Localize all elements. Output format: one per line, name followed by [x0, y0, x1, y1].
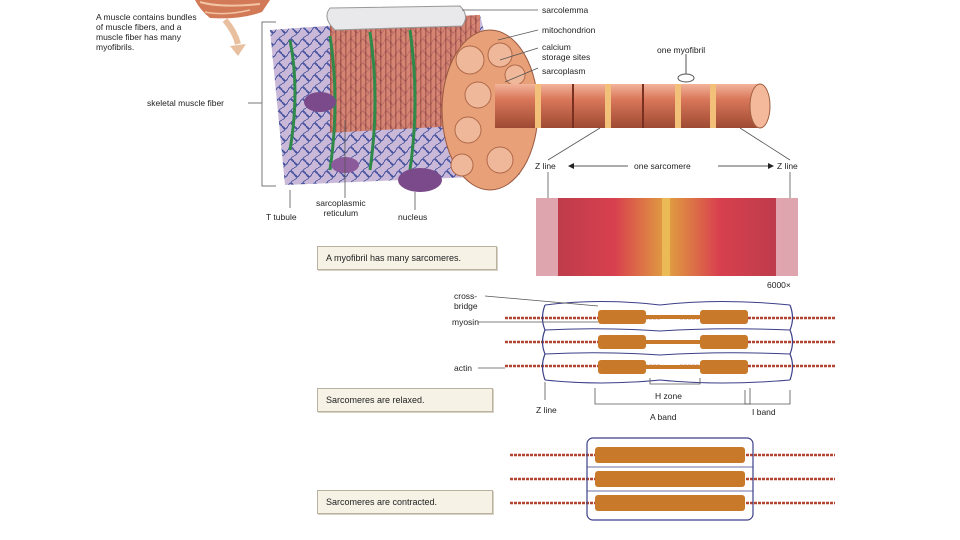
- label-magnification: 6000×: [767, 280, 791, 290]
- label-a-band: A band: [650, 412, 677, 422]
- label-nucleus: nucleus: [398, 212, 428, 222]
- label-calcium-storage: calcium storage sites: [542, 42, 591, 62]
- sarcolemma-sheet: [326, 5, 466, 31]
- relaxed-sarcomere: [505, 301, 835, 384]
- label-one-sarcomere: one sarcomere: [634, 161, 691, 171]
- label-skeletal-muscle-fiber: skeletal muscle fiber: [147, 98, 225, 108]
- fiber-bracket: [261, 21, 276, 187]
- muscle-bundle-image: [195, 0, 270, 56]
- caption-relaxed: Sarcomeres are relaxed.: [317, 388, 493, 412]
- label-h-zone: H zone: [655, 391, 682, 401]
- caption-myofibril: A myofibril has many sarcomeres.: [317, 246, 497, 270]
- sarcomere-micrograph: [536, 198, 798, 276]
- label-z-line-left: Z line: [535, 161, 556, 171]
- label-z-line-bottom: Z line: [536, 405, 557, 415]
- label-t-tubule: T tubule: [266, 212, 297, 222]
- label-sarcolemma: sarcolemma: [542, 5, 589, 15]
- label-cross-bridge: cross- bridge: [454, 291, 478, 311]
- muscle-note: A muscle contains bundles of muscle fibe…: [96, 12, 197, 52]
- label-one-myofibril: one myofibril: [657, 45, 706, 55]
- label-sarcoplasm: sarcoplasm: [542, 66, 586, 76]
- label-sarcoplasmic-reticulum: sarcoplasmic reticulum: [316, 198, 366, 218]
- label-z-line-right: Z line: [777, 161, 798, 171]
- caption-contracted: Sarcomeres are contracted.: [317, 490, 493, 514]
- muscle-fiber-body: [270, 14, 539, 192]
- label-mitochondrion: mitochondrion: [542, 25, 596, 35]
- label-i-band: I band: [752, 407, 776, 417]
- contracted-sarcomere: [510, 437, 835, 521]
- label-actin: actin: [454, 363, 472, 373]
- label-myosin: myosin: [452, 317, 479, 327]
- myofibril-cylinder: [495, 83, 771, 129]
